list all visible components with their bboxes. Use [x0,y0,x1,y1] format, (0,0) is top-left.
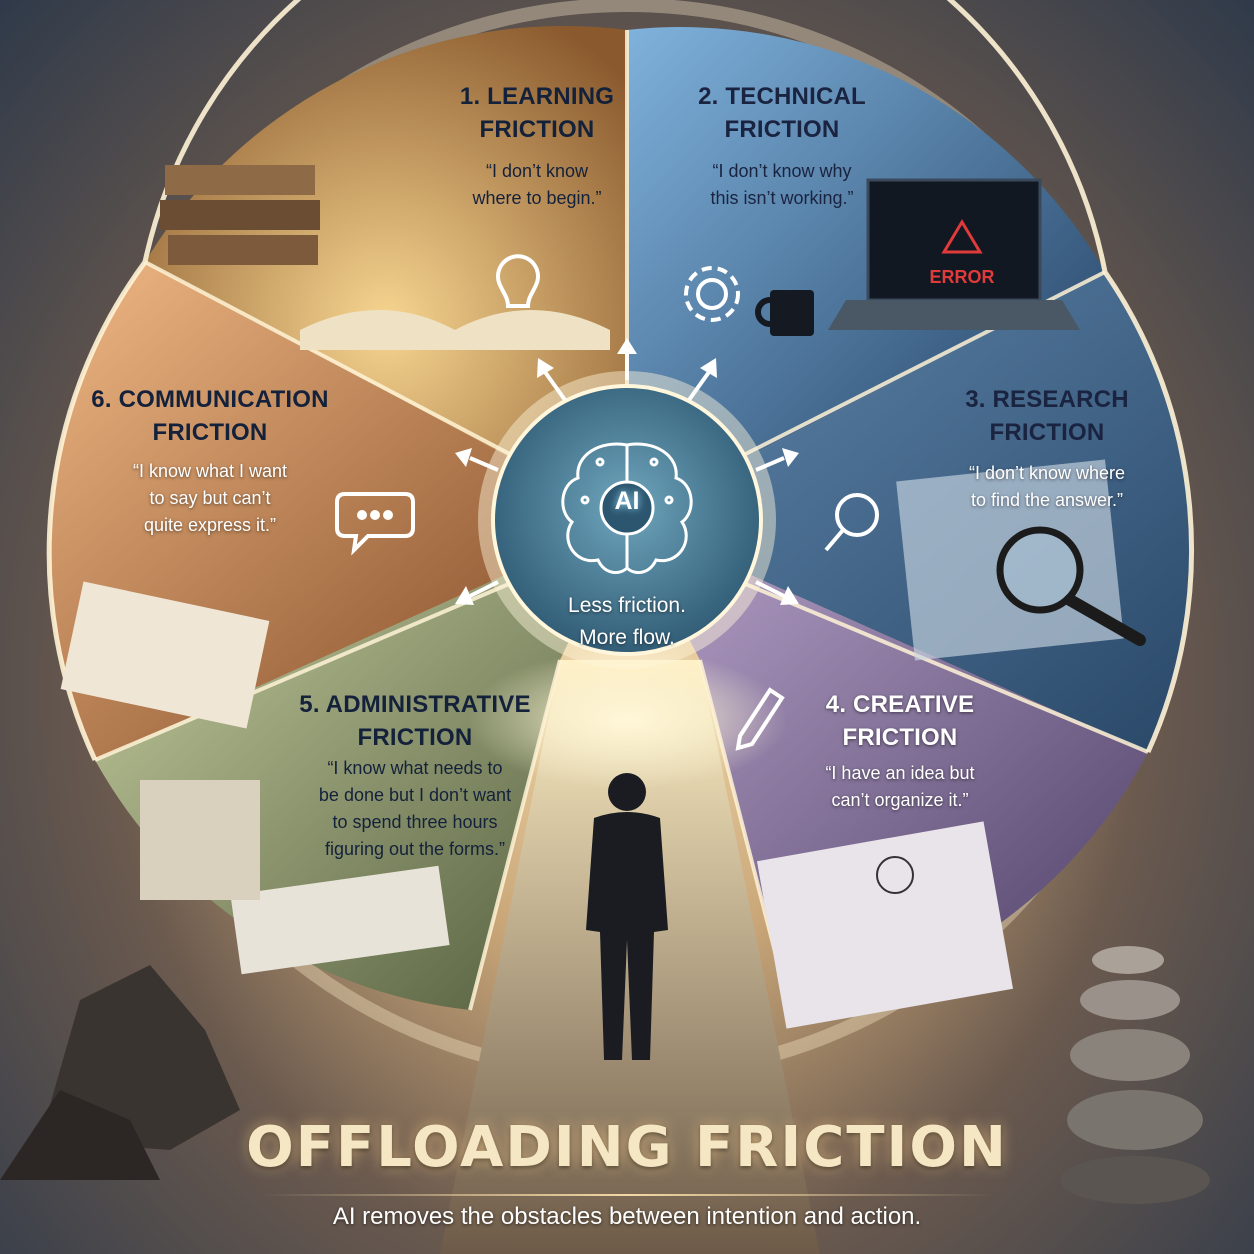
laptop-icon [828,178,1080,330]
person-silhouette [586,773,668,1060]
subtitle: AI removes the obstacles between intenti… [332,1203,922,1230]
document-magnifier-illustration [896,459,1146,661]
main-title: OFFLOADING FRICTION [246,1115,1008,1180]
wheel-rim-top [142,0,1194,754]
segment-learning [145,25,627,521]
coffee-mug-icon [755,290,814,336]
ai-hub-label: AI [614,487,640,515]
magnifier-icon [824,493,879,552]
ai-hub-caption: Less friction.More flow. [568,594,686,649]
writing-pad-illustration [60,581,270,729]
segment-technical [627,27,1105,521]
pencil-icon [735,687,785,751]
notebook-illustration [756,821,1014,1029]
gear-icon [684,266,740,322]
ai-badge [599,480,655,536]
speech-bubble-icon [335,492,415,556]
papers-illustration [140,780,450,975]
rock-pile [0,965,240,1180]
error-screen-text: ERROR [929,267,994,287]
stacked-stones [1060,946,1210,1204]
flow-arrows [455,338,799,605]
segment-creative [627,520,1148,1010]
books-illustration [160,165,610,350]
title-divider [262,1194,992,1196]
